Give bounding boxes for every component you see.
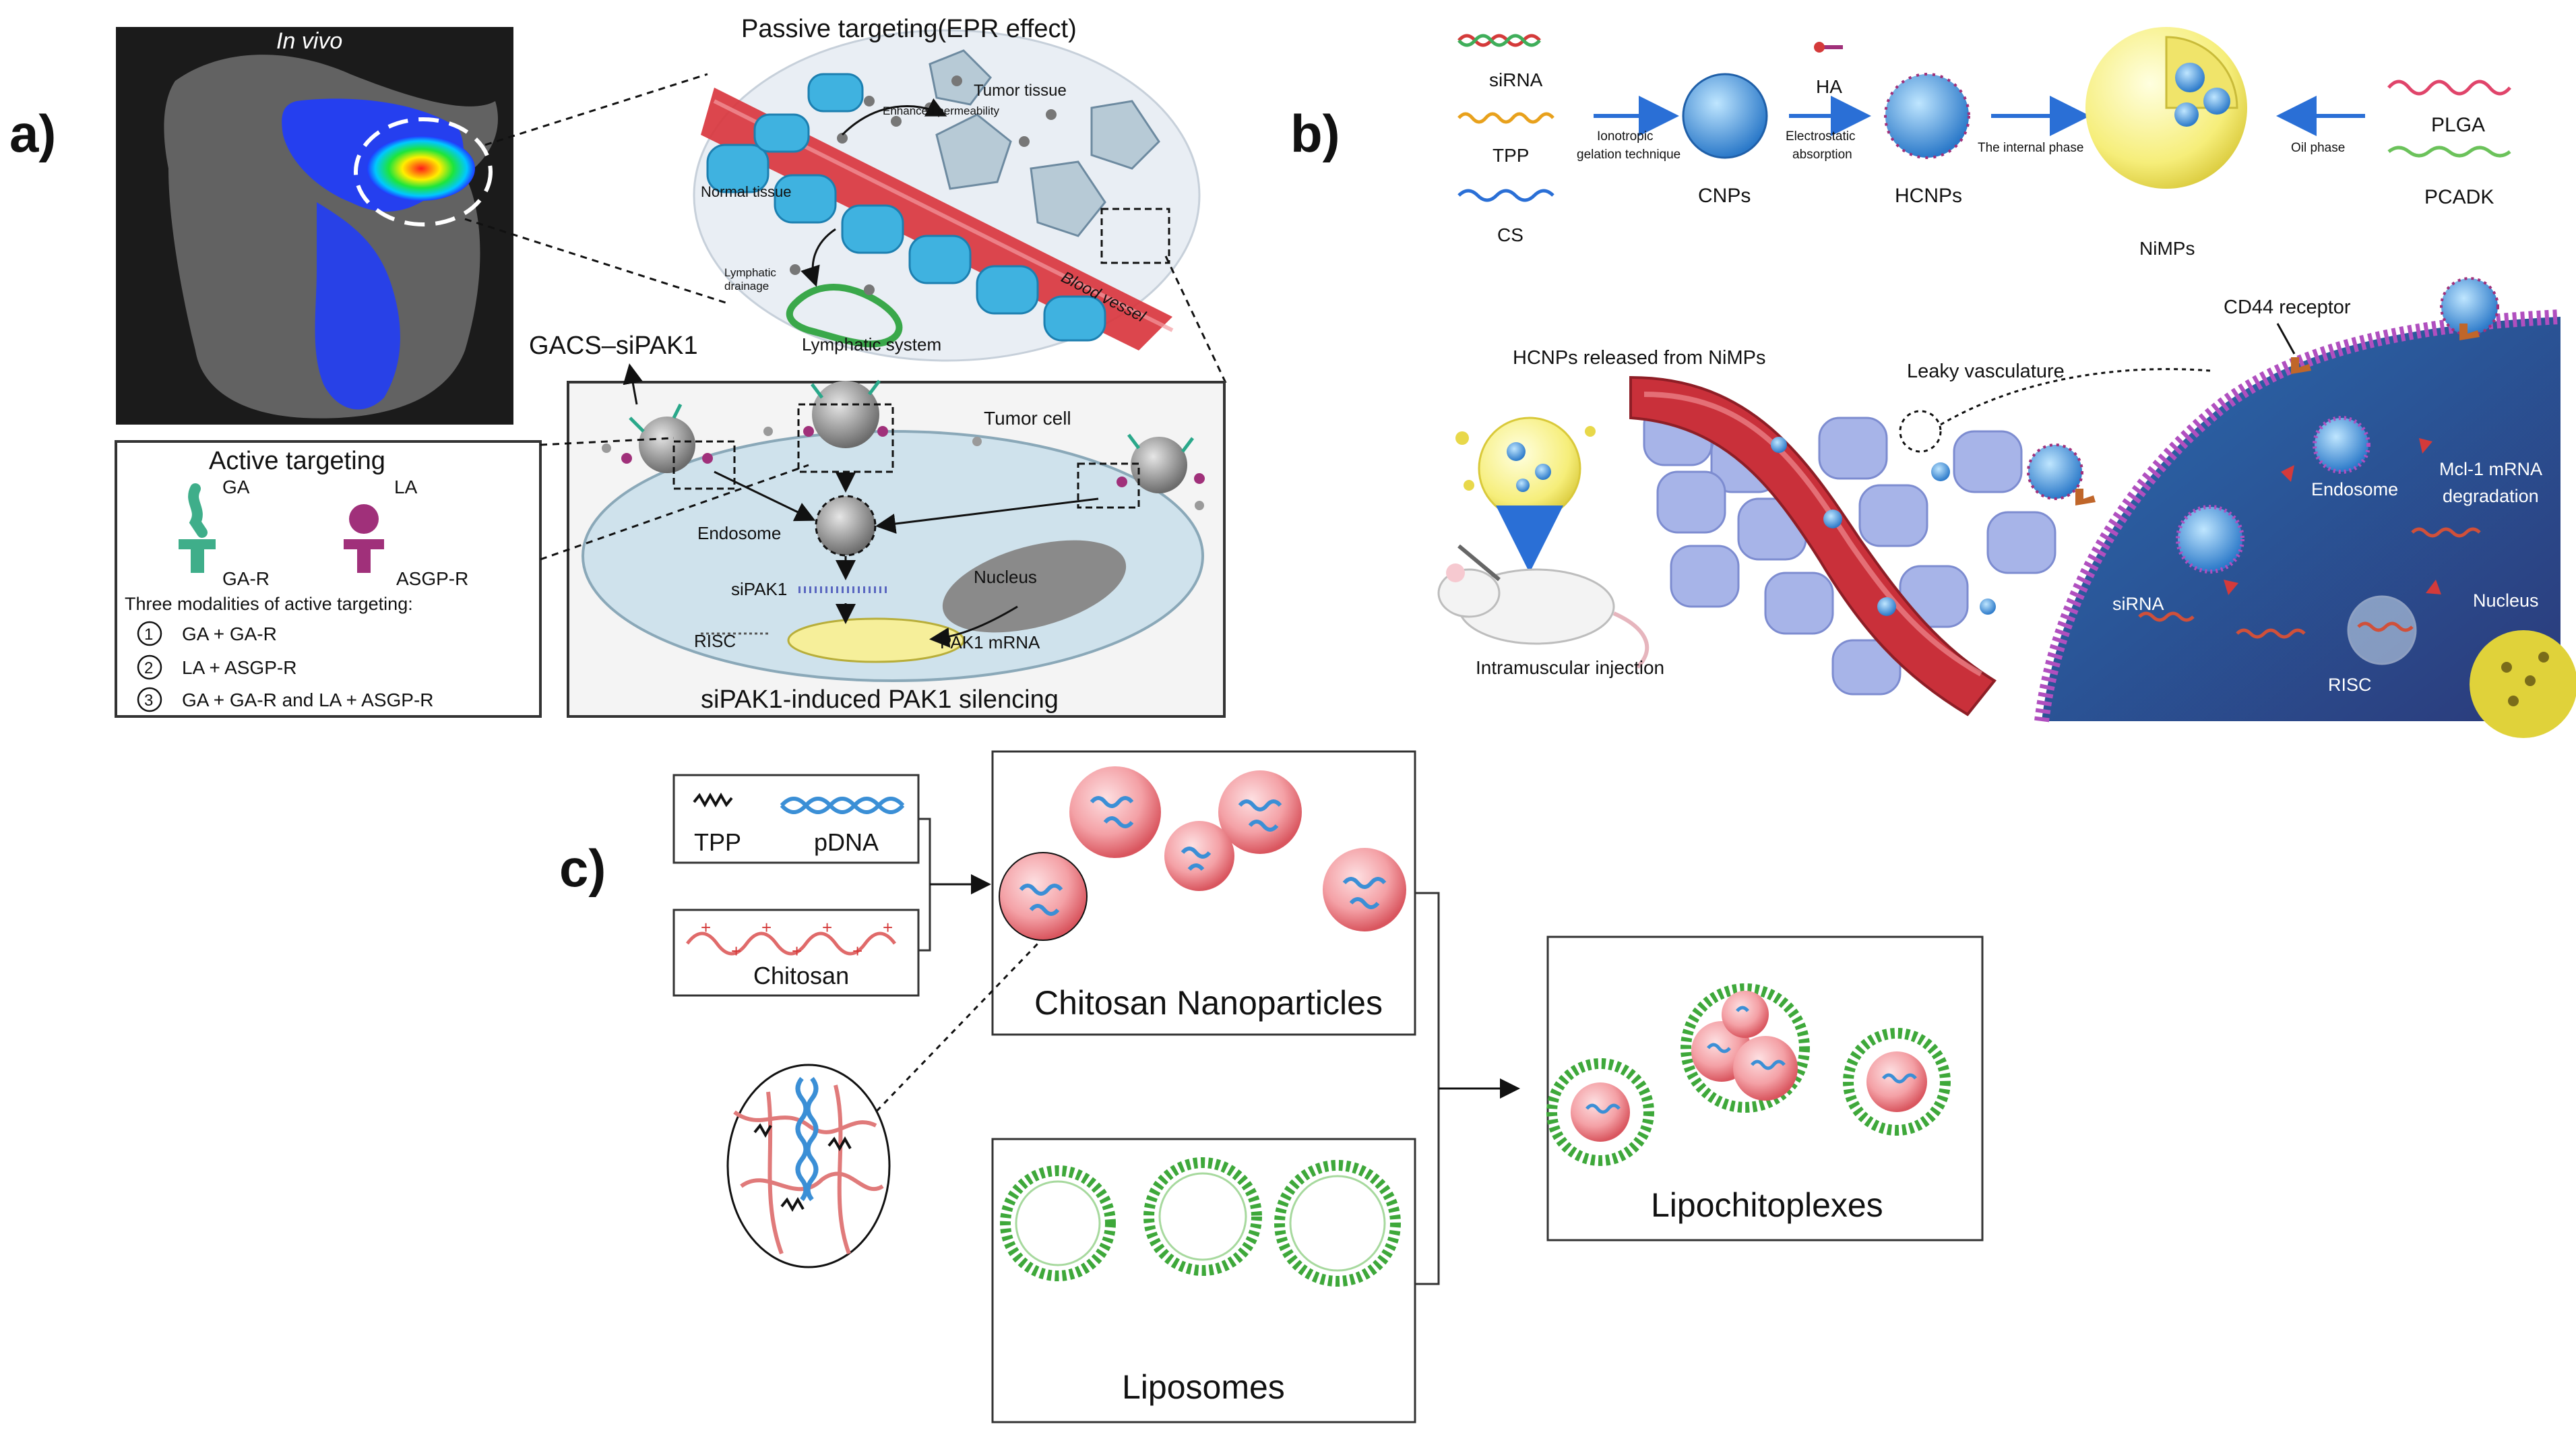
risc-label-b: RISC (2328, 675, 2372, 695)
mcl1-label-2: degradation (2443, 486, 2539, 506)
svg-text:+: + (852, 941, 862, 961)
endosome-label-b: Endosome (2311, 479, 2398, 499)
hcnps-label: HCNPs (1895, 185, 1962, 207)
svg-text:+: + (701, 917, 711, 938)
liposomes-box: Liposomes (991, 1138, 1416, 1423)
nucleus-label-a: Nucleus (974, 567, 1037, 587)
chitosan-nps-label: Chitosan Nanoparticles (1034, 984, 1383, 1022)
svg-text:+: + (822, 917, 832, 938)
tpp-pdna-box: TPP pDNA (672, 774, 920, 864)
oil-phase-label: Oil phase (2291, 141, 2345, 155)
internal-phase-label: The internal phase (1978, 141, 2083, 155)
lymphatic-drainage-label-1: Lymphatic (724, 266, 776, 279)
liposomes-label: Liposomes (1122, 1368, 1285, 1406)
risc-label-a: RISC (694, 631, 736, 651)
panel-b-letter: b) (1290, 104, 1340, 163)
cs-label-b: CS (1497, 224, 1523, 245)
electrostatic-label-2: absorption (1792, 148, 1852, 162)
chitosan-nanoparticles-box: Chitosan Nanoparticles (991, 750, 1416, 1036)
tumor-cell-label: Tumor cell (984, 408, 1071, 429)
modality-3: 3 GA + GA-R and LA + ASGP-R (137, 687, 434, 712)
chitosan-box: + + + + + + + Chitosan (672, 909, 920, 997)
modality-1: 1 GA + GA-R (137, 621, 277, 646)
synthesis-row: siRNA TPP CS Ionotropic gelation techniq… (1457, 27, 2511, 259)
np-particle (999, 766, 1406, 940)
modality-1-num: 1 (144, 625, 153, 644)
ha-label: HA (1816, 76, 1842, 97)
panel-a-letter: a) (9, 104, 56, 163)
tumor-cell-box: Tumor cell Endosome siPAK1 Nucleus RISC … (567, 363, 1226, 718)
tumor-tissue-label: Tumor tissue (974, 82, 1067, 100)
active-targeting-title: Active targeting (209, 447, 385, 475)
modalities-title: Three modalities of active targeting: (125, 594, 413, 614)
leaky-label: Leaky vasculature (1907, 361, 2065, 382)
svg-text:+: + (883, 917, 893, 938)
cd44-label: CD44 receptor (2224, 297, 2351, 318)
lymphatic-system-label: Lymphatic system (802, 334, 941, 355)
modality-3-num: 3 (144, 692, 153, 710)
nucleus-label-b: Nucleus (2473, 590, 2539, 611)
pcadk-label: PCADK (2424, 186, 2494, 208)
asgp-r-label: ASGP-R (396, 568, 468, 589)
panel-a: a) In vivo (9, 15, 1228, 718)
svg-text:+: + (761, 917, 772, 938)
lipochitoplexes-box: Lipochitoplexes (1546, 936, 1984, 1241)
la-label: LA (394, 477, 418, 497)
in-vivo-image: In vivo (116, 27, 513, 425)
sipak1-label: siPAK1 (731, 579, 787, 599)
modality-2-num: 2 (144, 659, 153, 677)
lipochitoplexes-label: Lipochitoplexes (1651, 1186, 1883, 1224)
tpp-label-b: TPP (1493, 145, 1529, 166)
cnps-label: CNPs (1698, 185, 1751, 207)
tpp-label-c: TPP (694, 828, 741, 856)
panel-c-letter: c) (559, 838, 606, 898)
panel-b: b) siRNA TPP CS Ionotropic gelation tech… (1290, 27, 2576, 738)
panel-c: c) TPP pDNA + + + + + + + Chitosan (559, 750, 1984, 1423)
svg-text:+: + (792, 941, 802, 961)
gacs-label: GACS–siPAK1 (529, 332, 698, 360)
active-targeting-box: Active targeting GA LA GA-R ASGP-R Three… (115, 437, 809, 718)
in-vivo-label: In vivo (276, 28, 342, 54)
epr-circle: Passive targeting(EPR effect) Tumor tiss… (693, 15, 1201, 362)
delivery-illustration: Intramuscular injection HCNPs released f… (1435, 277, 2576, 738)
nimps-sphere (2085, 27, 2247, 189)
la-receptor-icon (344, 504, 384, 573)
endosome-label-a: Endosome (697, 523, 781, 543)
ionotropic-label-2: gelation technique (1577, 148, 1680, 162)
epr-title: Passive targeting(EPR effect) (741, 15, 1077, 43)
pak1-mrna-label: PAK1 mRNA (940, 632, 1040, 652)
silencing-caption: siPAK1-induced PAK1 silencing (701, 685, 1059, 714)
mouse-icon (1437, 544, 1650, 669)
modality-2: 2 LA + ASGP-R (137, 654, 296, 680)
zoom-detail-circle (726, 1064, 891, 1268)
modality-2-text: LA + ASGP-R (182, 657, 296, 678)
lymphatic-drainage-label-2: drainage (724, 280, 769, 293)
normal-tissue-label: Normal tissue (701, 183, 791, 200)
nimps-label: NiMPs (2139, 238, 2195, 259)
ga-label: GA (222, 477, 250, 497)
ga-receptor-icon (179, 483, 216, 573)
chitosan-label: Chitosan (753, 962, 849, 989)
electrostatic-label-1: Electrostatic (1786, 129, 1855, 144)
svg-text:+: + (731, 941, 741, 961)
sirna-label-b: siRNA (1489, 69, 1543, 90)
ga-r-label: GA-R (222, 568, 270, 589)
released-label: HCNPs released from NiMPs (1513, 347, 1765, 369)
modality-1-text: GA + GA-R (182, 623, 277, 644)
ionotropic-label-1: Ionotropic (1597, 129, 1653, 144)
plga-label: PLGA (2431, 114, 2485, 136)
modality-3-text: GA + GA-R and LA + ASGP-R (182, 689, 434, 710)
pdna-label: pDNA (814, 828, 879, 856)
enhanced-permeability-label: Enhanced permeability (883, 104, 999, 117)
sirna-label-b2: siRNA (2112, 594, 2164, 614)
mcl1-label-1: Mcl-1 mRNA (2439, 459, 2542, 479)
injection-label: Intramuscular injection (1476, 657, 1664, 678)
